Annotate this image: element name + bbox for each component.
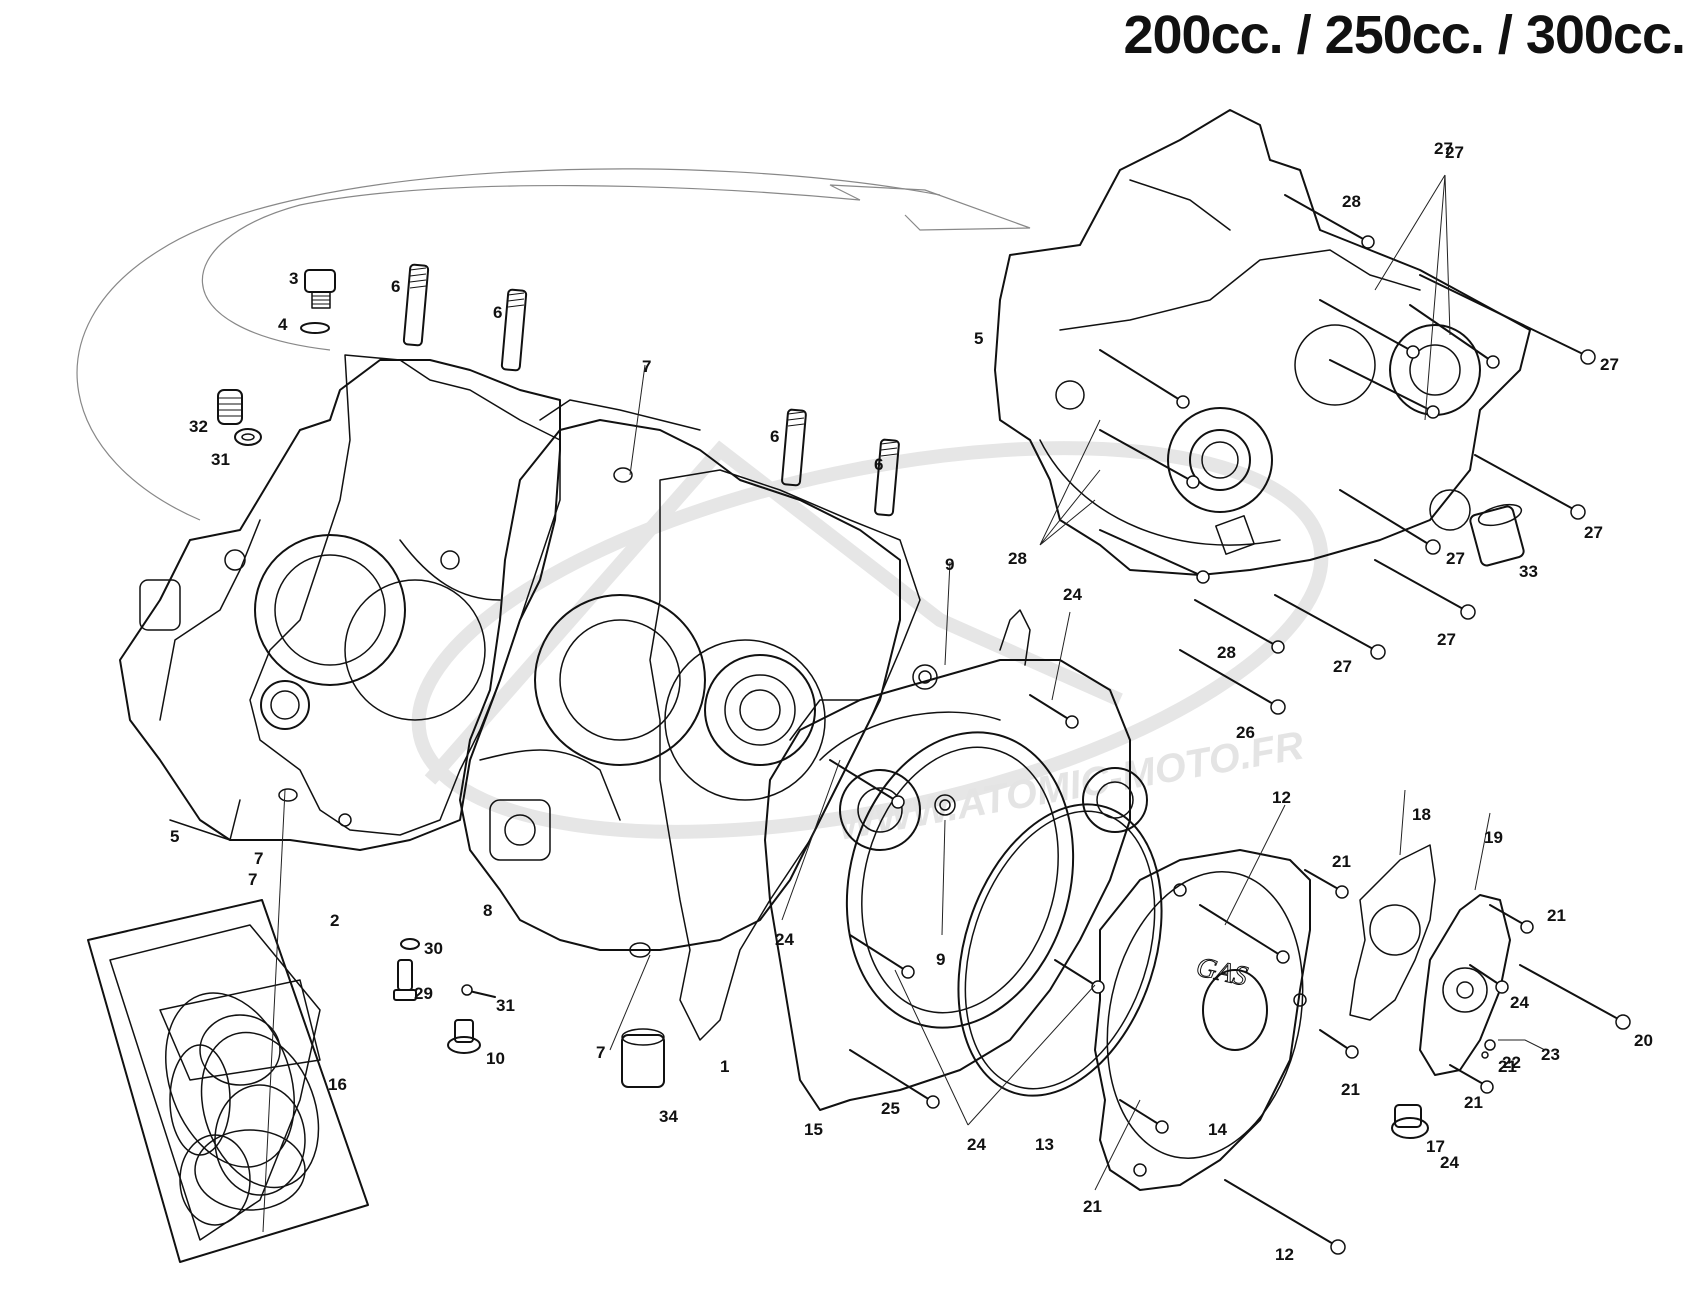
callout-label: 27: [1434, 139, 1453, 158]
washer-4: [300, 322, 330, 334]
crankcase-bolts-27-28: [1099, 194, 1596, 660]
center-crankcase-half: [459, 399, 938, 958]
callout-label: 6: [874, 455, 883, 474]
leader-lines: [262, 364, 1546, 1233]
plug-32: [217, 389, 243, 425]
callout-label: 7: [248, 870, 257, 889]
bushing-34: [621, 1028, 665, 1088]
pump-cover-19: [1419, 894, 1511, 1076]
clutch-cover-14: GAS: [1094, 849, 1311, 1191]
gasket-2: [249, 354, 561, 836]
callout-label: 27: [1437, 630, 1456, 649]
callout-label: 22: [1502, 1053, 1521, 1072]
callout-label: 3: [289, 269, 298, 288]
bushing-33: [1469, 503, 1525, 567]
callout-label: 6: [493, 303, 502, 322]
callout-label: 10: [486, 1049, 505, 1068]
callout-label: 27: [1584, 523, 1603, 542]
callout-label: 9: [936, 950, 945, 969]
screw-29: [393, 959, 417, 1001]
pump-gasket-18: [1349, 844, 1436, 1021]
callout-label: 5: [974, 329, 983, 348]
callout-label: 21: [1547, 906, 1566, 925]
callout-label: 9: [945, 555, 954, 574]
callout-label: 28: [1217, 643, 1236, 662]
right-crankcase-half: [994, 109, 1531, 576]
callout-label: 7: [254, 849, 263, 868]
left-crankcase-half: [119, 359, 561, 851]
assembly-arrow: [76, 168, 1031, 521]
callout-label: 26: [1236, 723, 1255, 742]
callout-label: 31: [496, 996, 515, 1015]
dowel-pins-6: [402, 263, 900, 517]
callout-label: 6: [391, 277, 400, 296]
callout-label: 4: [278, 315, 288, 334]
page-title: 200cc. / 250cc. / 300cc.: [1123, 5, 1686, 65]
washer-30: [400, 938, 420, 950]
o-ring-13: [957, 803, 1163, 1097]
callout-label: 27: [1446, 549, 1465, 568]
callout-label: 27: [1600, 355, 1619, 374]
callout-label: 23: [1541, 1045, 1560, 1064]
callout-label: 16: [328, 1075, 347, 1094]
callout-label: 21: [1332, 852, 1351, 871]
callout-label: 24: [1440, 1153, 1459, 1172]
callout-label: 28: [1008, 549, 1027, 568]
gasket-1: [649, 469, 921, 1041]
washer-31: [234, 428, 262, 446]
leader-lines-top-right: [1039, 174, 1451, 546]
watermark-logo: WWW.ATOMIC-MOTO.FR: [411, 440, 1329, 849]
callout-label: 21: [1498, 1057, 1517, 1076]
svg-text:GAS: GAS: [1194, 952, 1251, 993]
callout-label: 8: [483, 901, 492, 920]
callout-label: 5: [170, 827, 179, 846]
callout-label: 21: [1083, 1197, 1102, 1216]
callout-label: 27: [1333, 657, 1352, 676]
callout-label: 1: [720, 1057, 729, 1076]
callout-label: 2: [330, 911, 339, 930]
callout-label: 21: [1341, 1080, 1360, 1099]
callout-label: 17: [1426, 1137, 1445, 1156]
callout-label: 14: [1208, 1120, 1227, 1139]
callout-label: 19: [1484, 828, 1503, 847]
callout-label: 25: [881, 1099, 900, 1118]
callout-label: 15: [804, 1120, 823, 1139]
callout-label: 12: [1272, 788, 1291, 807]
callout-label: 24: [775, 930, 794, 949]
callout-label: 29: [414, 984, 433, 1003]
plug-3: [304, 269, 336, 309]
callout-label: 20: [1634, 1031, 1653, 1050]
gasket-set-16: [87, 899, 369, 1263]
callout-label: 7: [642, 357, 651, 376]
callout-label: 30: [424, 939, 443, 958]
valve-10: [447, 1019, 481, 1054]
cover-bolts: [829, 649, 1631, 1255]
callout-label: 28: [1342, 192, 1361, 211]
callout-labels: 1 2 3 4 5 5 6 6 6 6 7 7 7 7 8 9 9 10 12 …: [170, 139, 1653, 1264]
callout-label: 24: [1510, 993, 1529, 1012]
callout-label: 13: [1035, 1135, 1054, 1154]
callout-label: 32: [189, 417, 208, 436]
callout-label: 27: [1445, 143, 1464, 162]
callout-label: 12: [1275, 1245, 1294, 1264]
callout-label: 31: [211, 450, 230, 469]
screw-31: [461, 984, 496, 998]
callout-label: 34: [659, 1107, 678, 1126]
callout-label: 7: [596, 1043, 605, 1062]
callout-label: 24: [967, 1135, 986, 1154]
callout-label: 24: [1063, 585, 1082, 604]
callout-label: 18: [1412, 805, 1431, 824]
callout-label: 33: [1519, 562, 1538, 581]
drain-plug-17: [1391, 1104, 1429, 1139]
callout-label: 21: [1464, 1093, 1483, 1112]
callout-label: 6: [770, 427, 779, 446]
